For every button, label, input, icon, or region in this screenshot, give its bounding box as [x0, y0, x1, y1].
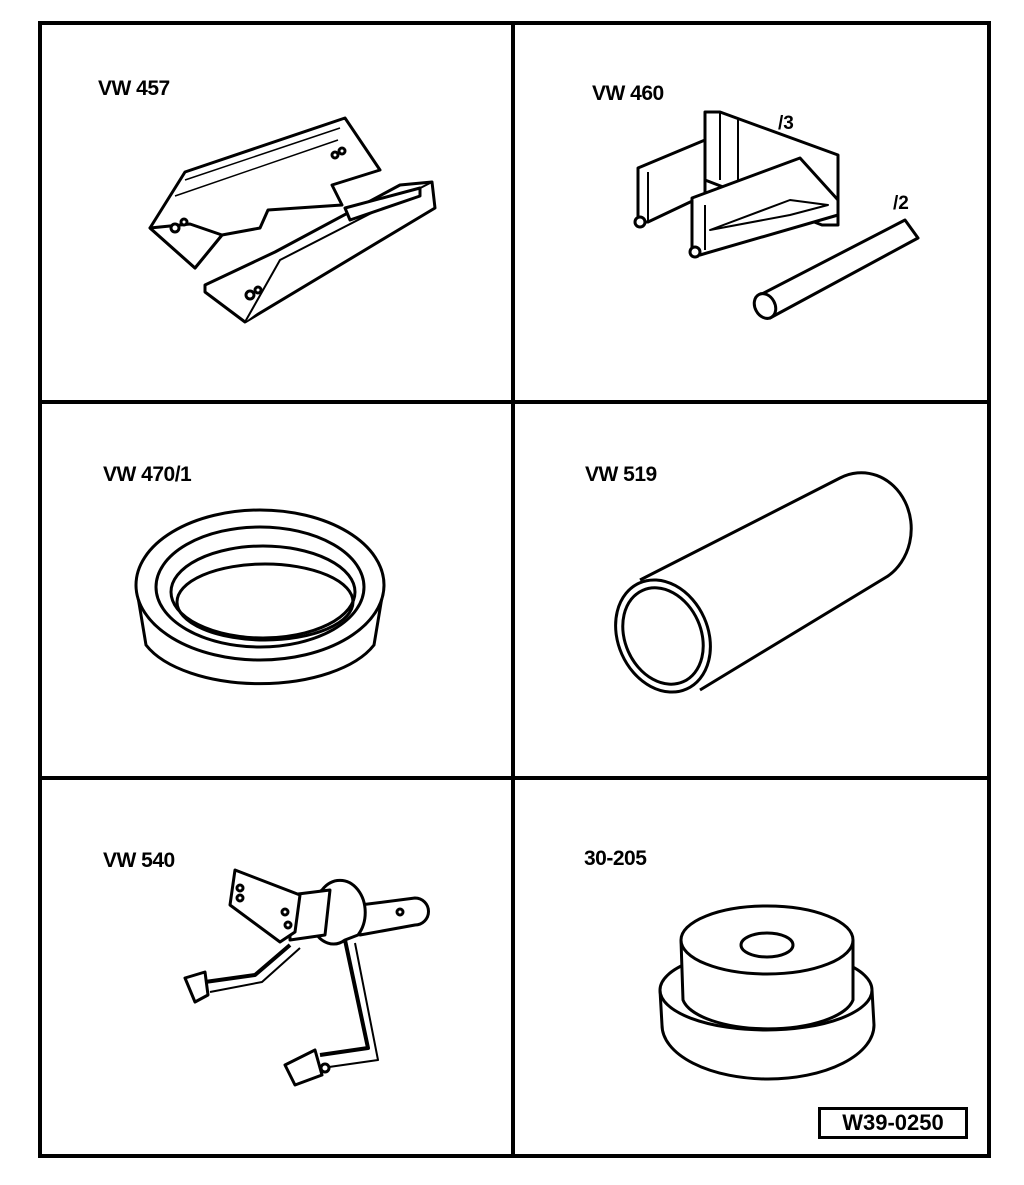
vw460-illustration — [635, 112, 918, 322]
tool-label-vw460: VW 460 — [592, 82, 664, 105]
vw540-illustration — [185, 870, 429, 1085]
figure-reference: W39-0250 — [842, 1110, 944, 1135]
vw470-illustration — [136, 510, 384, 684]
part-label-3: /3 — [778, 113, 794, 134]
tool30205-illustration — [660, 906, 874, 1079]
tool-label-vw540: VW 540 — [103, 849, 175, 872]
figure-reference-box: W39-0250 — [818, 1107, 968, 1139]
tool-label-vw519: VW 519 — [585, 463, 657, 486]
part-label-2: /2 — [893, 193, 909, 214]
vw519-illustration — [598, 473, 911, 708]
tool-label-vw470: VW 470/1 — [103, 463, 192, 486]
grid-frame — [40, 23, 989, 1156]
vw457-illustration — [150, 118, 435, 322]
tool-label-30205: 30-205 — [584, 847, 647, 870]
tool-label-vw457: VW 457 — [98, 77, 170, 100]
